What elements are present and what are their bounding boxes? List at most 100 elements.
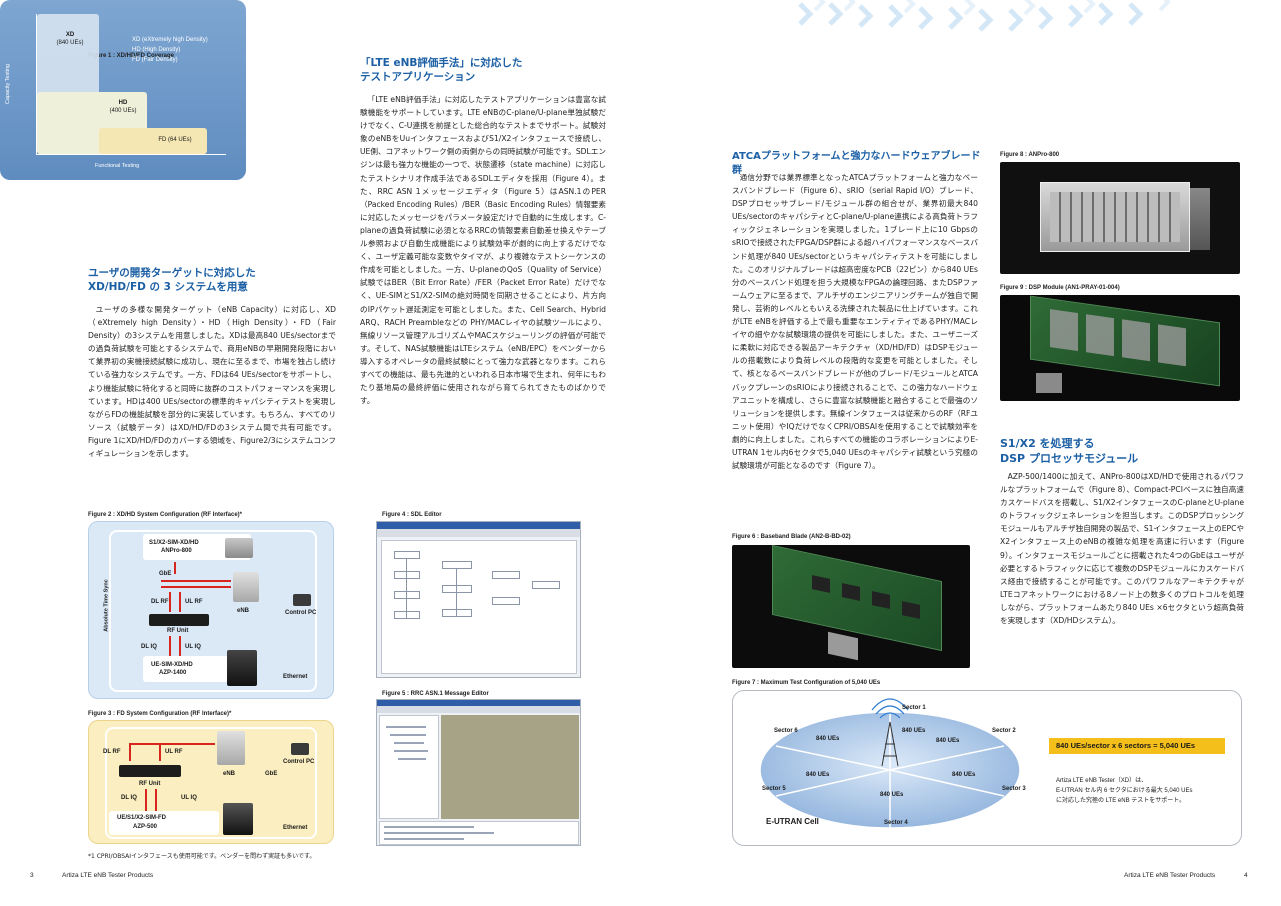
ue-label-s5: 840 UEs (806, 772, 830, 778)
asn1-tree-row (398, 758, 426, 760)
sdl-connector (406, 559, 407, 619)
middle-body-paragraph: 「LTE eNB評価手法」に対応したテストアプリケーションは豊富な試験機能をサポ… (360, 95, 606, 406)
sdl-editor-screenshot (376, 521, 581, 678)
sdl-state-box (394, 571, 420, 579)
fig2-frame (109, 530, 317, 692)
asn1-log-row (384, 826, 474, 828)
asn1-title-bar (377, 700, 580, 706)
fig3-ul-iq: UL IQ (181, 795, 197, 801)
fig3-link (155, 789, 157, 813)
sdl-state-box (442, 609, 472, 617)
fig2-rf-unit: RF Unit (167, 628, 189, 634)
anpro-side (1190, 188, 1210, 250)
fig3-rf-unit-icon (119, 765, 181, 777)
x-axis-label: Functional Testing (95, 163, 140, 169)
xd-sub-label: (840 UEs) (56, 40, 84, 46)
fig2-ul-rf: UL RF (185, 599, 203, 605)
rf-unit-icon (149, 614, 209, 626)
dsp-body: AZP-500/1400に加えて、ANPro-800はXD/HDで使用されるパワ… (1000, 470, 1244, 627)
x-axis-line (36, 154, 226, 155)
sector4-label: Sector 4 (884, 820, 908, 826)
legend-xd: XD (eXtremely high Density) (132, 37, 208, 43)
atca-body-paragraph: 通信分野では業界標準となったATCAプラットフォームと強力なベースバンドブレード… (732, 173, 978, 471)
dsp-body-paragraph: AZP-500/1400に加えて、ANPro-800はXD/HDで使用されるパワ… (1000, 472, 1244, 626)
sector6-label: Sector 6 (774, 728, 798, 734)
fig2-dl-iq: DL IQ (141, 644, 157, 650)
fd-label: FD (64 UEs) (158, 137, 192, 143)
fig2-box2-line2: AZP-1400 (159, 670, 187, 676)
fig2-side-label: Absolute Time Sync (103, 579, 110, 632)
fig7-note-line3: に対応した究極の LTE eNB テストをサポート。 (1056, 798, 1186, 804)
asn1-log-row (384, 832, 494, 834)
fig3-gbe: GbE (265, 771, 278, 777)
hd-sub-label: (400 UEs) (109, 108, 137, 114)
fig2-link (161, 586, 231, 588)
sdl-connector (456, 569, 457, 617)
fig2-enb: eNB (237, 608, 250, 614)
dsp-module-photo (1000, 295, 1240, 401)
page-number-right: 4 (1244, 872, 1248, 879)
fig2-link (179, 636, 181, 658)
anpro-slots (1050, 192, 1180, 242)
left-heading-line2: XD/HD/FD の 3 システムを用意 (88, 281, 248, 293)
capacity-highlight-text: 840 UEs/sector x 6 sectors = 5,040 UEs (1056, 741, 1196, 750)
hd-label: HD (118, 100, 128, 106)
fig8-caption: Figure 8 : ANPro-800 (1000, 152, 1060, 158)
fig3-azp-icon (223, 803, 253, 835)
sdl-state-box (492, 571, 520, 579)
atca-body: 通信分野では業界標準となったATCAプラットフォームと強力なベースバンドブレード… (732, 171, 978, 472)
asn1-log-row (384, 838, 464, 840)
fig2-box1-line2: ANPro-800 (161, 548, 192, 554)
fig3-enb: eNB (223, 771, 236, 777)
sdl-state-box (532, 581, 560, 589)
page-number-left: 3 (30, 872, 34, 879)
fig3-diagram: DL RF UL RF eNB GbE Control PC RF Unit D… (88, 720, 334, 844)
fig3-control-pc: Control PC (283, 759, 315, 765)
fig7-note-line1: Artiza LTE eNB Tester（XD）は、 (1056, 778, 1148, 784)
anpro-device-icon (225, 538, 253, 558)
sector1-label: Sector 1 (902, 705, 926, 711)
fig2-gbe: GbE (159, 571, 172, 577)
dsp-faceplate (1036, 373, 1062, 393)
sector2-label: Sector 2 (992, 728, 1016, 734)
capacity-highlight (1049, 738, 1225, 754)
fig3-ul-rf: UL RF (165, 749, 183, 755)
asn1-editor-screenshot (376, 699, 581, 846)
footer-title-left: Artiza LTE eNB Tester Products (62, 872, 154, 879)
fig9-caption: Figure 9 : DSP Module (AN1-PRAY-01-004) (1000, 285, 1120, 291)
asn1-log-pane (379, 821, 579, 845)
footnote: *1 CPRI/OBSAIインタフェースも使用可能です。ベンダーを問わず実証も多… (88, 853, 316, 860)
fig3-box-line2: AZP-500 (133, 824, 158, 830)
fig2-link (179, 592, 181, 612)
fig3-control-pc-icon (291, 743, 309, 755)
fig3-link (159, 743, 161, 761)
ue-label-s4: 840 UEs (880, 792, 904, 798)
dsp-heading-line2: DSP プロセッサモジュール (1000, 452, 1139, 465)
coverage-figure: XD (840 UEs) HD (400 UEs) FD (64 UEs) XD… (0, 0, 246, 180)
sdl-state-box (394, 591, 420, 599)
baseband-blade-photo (732, 545, 970, 668)
legend-hd: HD (High Density) (132, 47, 181, 53)
atca-heading: ATCAプラットフォームと強力なハードウェアブレード群 (732, 151, 981, 176)
fig2-link (161, 580, 231, 582)
fig2-control-pc: Control PC (285, 610, 317, 616)
anpro-photo (1000, 162, 1240, 274)
y-axis-label: Capacity Testing (5, 63, 11, 105)
sdl-state-box (442, 585, 472, 593)
fig3-link (129, 743, 131, 761)
sector-diagram-icon (759, 698, 1021, 829)
fig3-enb-icon (217, 731, 245, 765)
middle-heading-line2: テストアプリケーション (360, 71, 476, 83)
fig7-frame (732, 690, 1242, 846)
ue-label-s2: 840 UEs (936, 738, 960, 744)
fig5-caption: Figure 5 : RRC ASN.1 Message Editor (382, 691, 489, 697)
eutran-cell-label: E-UTRAN Cell (766, 817, 819, 826)
fig7-note-line2: E-UTRAN セル内 6 セクタにおける最大 5,040 UEs (1056, 788, 1193, 794)
middle-body: 「LTE eNB評価手法」に対応したテストアプリケーションは豊富な試験機能をサポ… (360, 93, 606, 407)
sdl-state-box (442, 561, 472, 569)
fig3-caption: Figure 3 : FD System Configuration (RF I… (88, 711, 232, 717)
fig3-link (129, 743, 215, 745)
asn1-tree-row (390, 734, 426, 736)
fig2-caption: Figure 2 : XD/HD System Configuration (R… (88, 512, 243, 518)
fig3-link (145, 789, 147, 813)
